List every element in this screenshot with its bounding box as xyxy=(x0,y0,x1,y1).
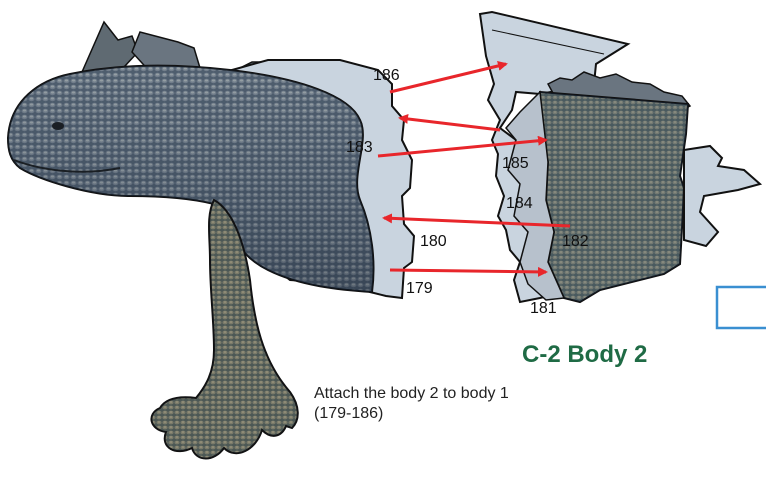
label-186: 186 xyxy=(373,67,400,84)
label-185: 185 xyxy=(502,155,529,172)
head-eye xyxy=(52,122,64,130)
next-step-frame xyxy=(717,287,766,328)
instruction-caption: Attach the body 2 to body 1 (179-186) xyxy=(314,384,614,424)
body-2-right-fin xyxy=(684,146,760,246)
label-182: 182 xyxy=(562,233,589,250)
arrow-185-back xyxy=(400,118,500,130)
instruction-line-2: (179-186) xyxy=(314,404,614,424)
label-183: 183 xyxy=(346,139,373,156)
arrow-186 xyxy=(390,64,506,92)
part-title: C-2 Body 2 xyxy=(522,341,647,368)
label-179: 179 xyxy=(406,280,433,297)
arrow-179 xyxy=(390,270,546,272)
label-184: 184 xyxy=(506,195,533,212)
label-181: 181 xyxy=(530,300,557,317)
instruction-line-1: Attach the body 2 to body 1 xyxy=(314,384,614,404)
label-180: 180 xyxy=(420,233,447,250)
